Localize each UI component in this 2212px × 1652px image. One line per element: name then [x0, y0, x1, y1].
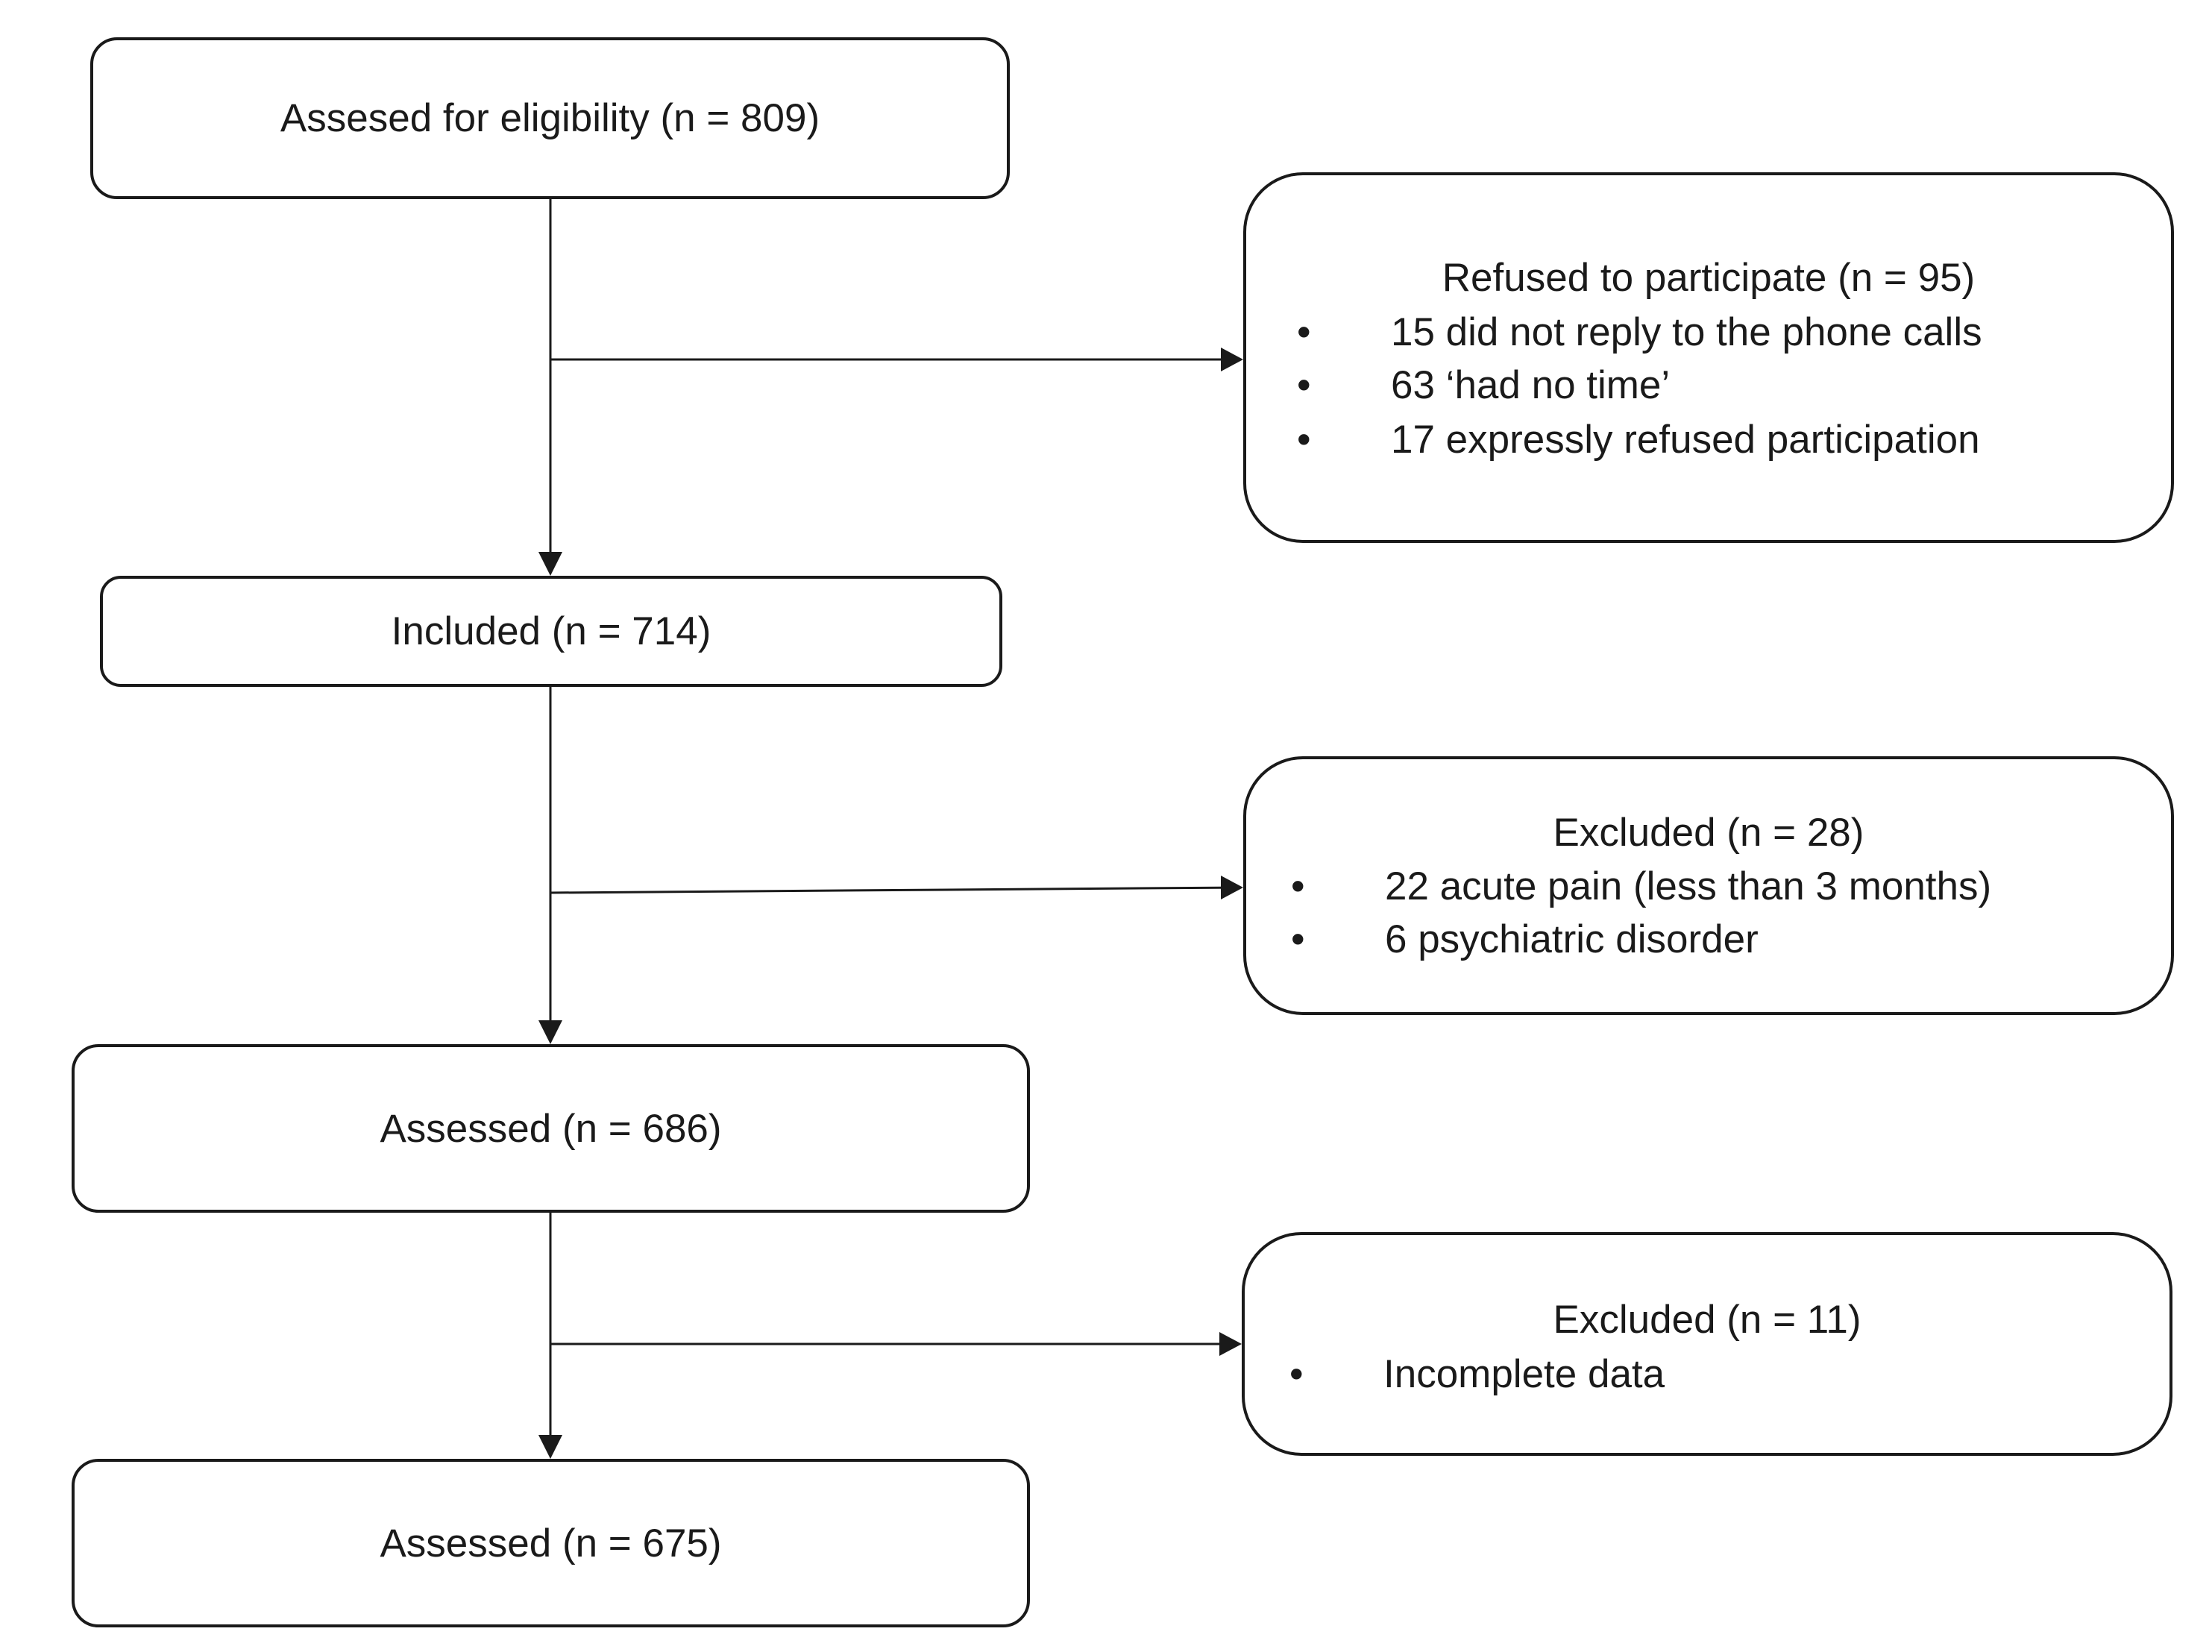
bullet-icon: • [1289, 1352, 1304, 1396]
refused-bullet-text: 15 did not reply to the phone calls [1391, 310, 1982, 354]
arrowhead-down-assessed [538, 1020, 562, 1044]
included-box: Included (n = 714) [100, 576, 1002, 687]
arrowhead-right-excluded-first [1221, 876, 1243, 899]
refused-box: Refused to participate (n = 95) • 15 did… [1243, 172, 2174, 543]
excluded-second-box: Excluded (n = 11) • Incomplete data [1242, 1232, 2172, 1456]
assessed-final-label: Assessed (n = 675) [380, 1521, 722, 1565]
bullet-icon: • [1297, 363, 1311, 407]
excluded-first-box: Excluded (n = 28) • 22 acute pain (less … [1243, 756, 2174, 1015]
refused-bullet-text: 17 expressly refused participation [1391, 418, 1980, 462]
excluded-first-bullet-text: 22 acute pain (less than 3 months) [1385, 864, 1992, 908]
arrowhead-down-assessed-final [538, 1435, 562, 1459]
bullet-icon: • [1291, 917, 1305, 961]
excluded-second-bullet-text: Incomplete data [1383, 1352, 1665, 1396]
excluded-first-bullet-text: 6 psychiatric disorder [1385, 917, 1759, 961]
arrowhead-right-excluded-second [1219, 1332, 1242, 1356]
assessed-final-box: Assessed (n = 675) [72, 1459, 1030, 1627]
bullet-icon: • [1291, 864, 1305, 908]
bullet-icon: • [1297, 418, 1311, 462]
refused-bullet-text: 63 ‘had no time’ [1391, 363, 1671, 407]
bullet-icon: • [1297, 310, 1311, 354]
arrowhead-right-refused [1221, 348, 1243, 371]
refused-title: Refused to participate (n = 95) [1442, 256, 1976, 300]
eligibility-label: Assesed for eligibility (n = 809) [280, 96, 820, 140]
assessed-box: Assessed (n = 686) [72, 1044, 1030, 1213]
arrowhead-down-included [538, 552, 562, 576]
excluded-first-title: Excluded (n = 28) [1553, 811, 1864, 855]
assessed-label: Assessed (n = 686) [380, 1106, 722, 1151]
eligibility-box: Assesed for eligibility (n = 809) [90, 37, 1010, 199]
arrow-to-excluded-first [550, 886, 1241, 894]
included-label: Included (n = 714) [391, 609, 711, 653]
excluded-second-title: Excluded (n = 11) [1553, 1298, 1861, 1342]
